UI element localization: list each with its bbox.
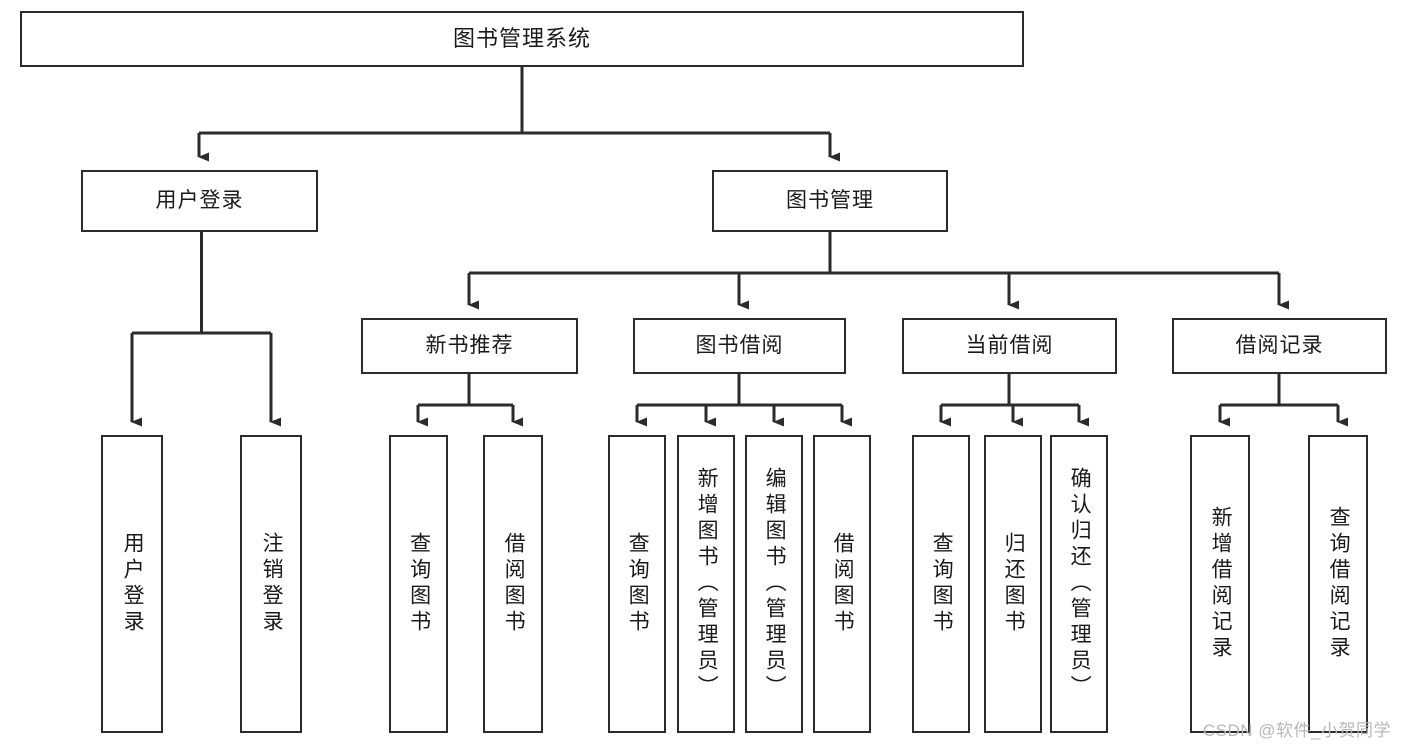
node-leaf-query-record-label: 查询借阅记录 (1327, 506, 1351, 662)
node-leaf-add-record[interactable]: 新增借阅记录 (1190, 435, 1250, 733)
node-leaf-logout[interactable]: 注销登录 (240, 435, 302, 733)
node-book-borrow[interactable]: 图书借阅 (633, 318, 846, 374)
node-book-manage[interactable]: 图书管理 (712, 170, 948, 232)
node-leaf-return-book-label: 归还图书 (1002, 532, 1026, 636)
node-leaf-user-login-label: 用户登录 (121, 532, 145, 636)
node-leaf-query-book-2[interactable]: 查询图书 (608, 435, 666, 733)
node-leaf-borrow-book-2[interactable]: 借阅图书 (813, 435, 871, 733)
node-leaf-borrow-book-2-label: 借阅图书 (831, 532, 855, 636)
node-leaf-borrow-book-1[interactable]: 借阅图书 (483, 435, 543, 733)
node-leaf-query-book-1-label: 查询图书 (407, 532, 431, 636)
node-leaf-borrow-book-1-label: 借阅图书 (502, 532, 526, 636)
node-leaf-add-record-label: 新增借阅记录 (1209, 506, 1233, 662)
node-leaf-add-book-label: 新增图书（管理员） (695, 467, 719, 701)
node-leaf-query-book-3[interactable]: 查询图书 (912, 435, 970, 733)
node-book-manage-label: 图书管理 (786, 189, 874, 213)
node-leaf-user-login[interactable]: 用户登录 (101, 435, 163, 733)
node-leaf-edit-book[interactable]: 编辑图书（管理员） (745, 435, 803, 733)
node-leaf-query-book-2-label: 查询图书 (626, 532, 650, 636)
node-leaf-query-book-3-label: 查询图书 (930, 532, 954, 636)
watermark: CSDN @软件_小贺同学 (1202, 721, 1391, 740)
node-current-borrow-label: 当前借阅 (965, 334, 1054, 358)
node-user-login[interactable]: 用户登录 (81, 170, 318, 232)
node-leaf-confirm-return[interactable]: 确认归还（管理员） (1050, 435, 1108, 733)
node-new-book-recommend-label: 新书推荐 (425, 334, 514, 358)
node-leaf-confirm-return-label: 确认归还（管理员） (1068, 467, 1092, 701)
node-leaf-query-record[interactable]: 查询借阅记录 (1308, 435, 1368, 733)
node-borrow-record[interactable]: 借阅记录 (1172, 318, 1387, 374)
node-leaf-add-book[interactable]: 新增图书（管理员） (677, 435, 735, 733)
node-borrow-record-label: 借阅记录 (1235, 334, 1324, 358)
node-root[interactable]: 图书管理系统 (20, 11, 1024, 67)
node-root-label: 图书管理系统 (452, 25, 591, 51)
node-leaf-return-book[interactable]: 归还图书 (984, 435, 1042, 733)
node-leaf-query-book-1[interactable]: 查询图书 (389, 435, 448, 733)
node-current-borrow[interactable]: 当前借阅 (902, 318, 1117, 374)
node-new-book-recommend[interactable]: 新书推荐 (361, 318, 578, 374)
node-leaf-logout-label: 注销登录 (260, 532, 284, 636)
node-leaf-edit-book-label: 编辑图书（管理员） (763, 467, 787, 701)
node-user-login-label: 用户登录 (155, 189, 244, 213)
node-book-borrow-label: 图书借阅 (695, 334, 784, 358)
